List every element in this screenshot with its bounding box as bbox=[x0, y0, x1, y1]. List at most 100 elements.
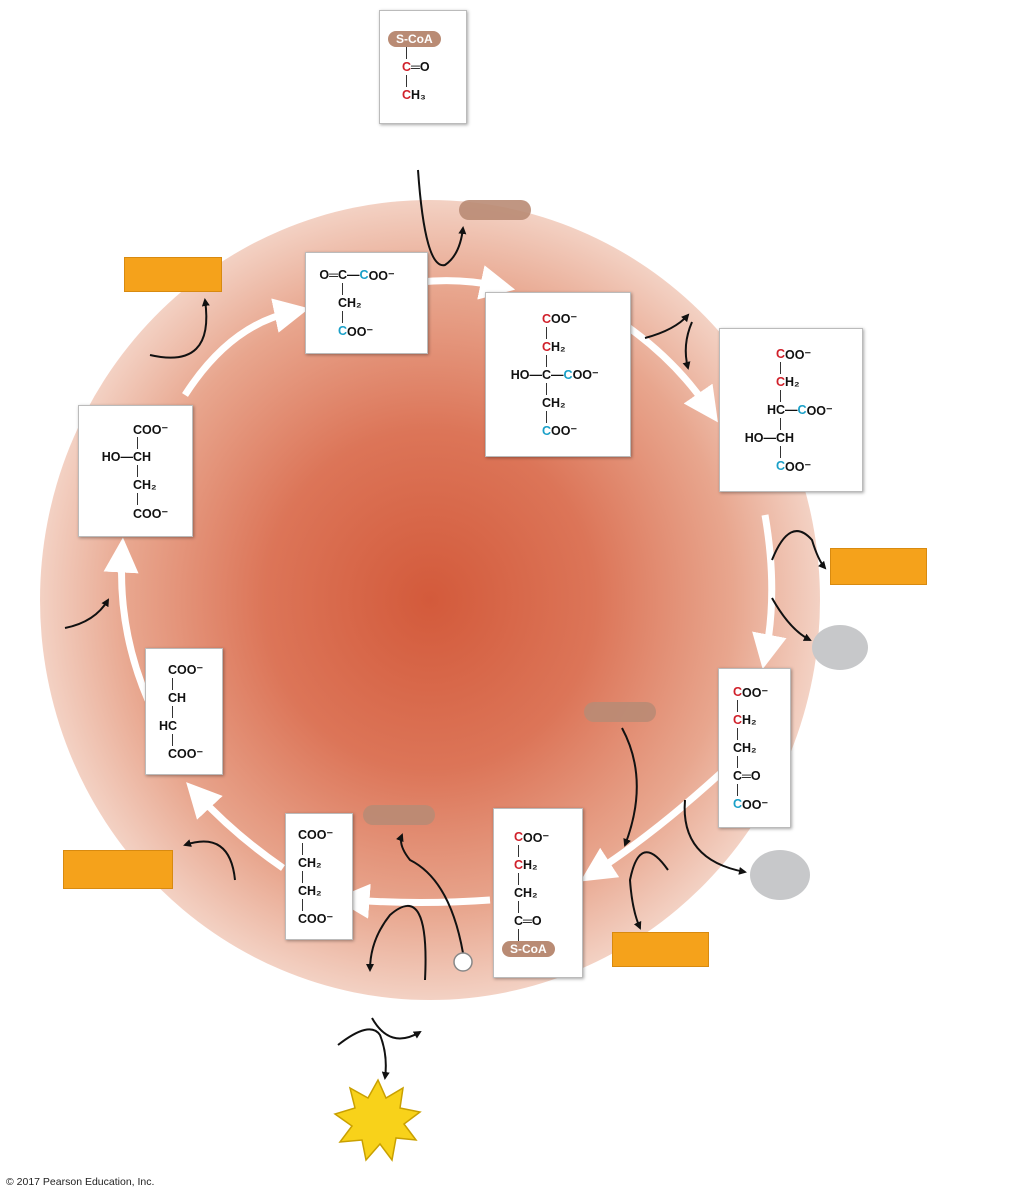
atom-group-text: CH₂ bbox=[298, 855, 322, 870]
atom-group-text: C═O bbox=[514, 914, 542, 928]
single-bond-line bbox=[292, 898, 352, 911]
structure-row: COO⁻ bbox=[292, 911, 352, 927]
cycle-arrow-8 bbox=[182, 298, 310, 397]
akg-co2-arrow bbox=[683, 799, 747, 875]
structure-row: COO⁻ bbox=[152, 746, 222, 762]
atom-group-text: C bbox=[168, 718, 178, 733]
structure-row: HO—CH bbox=[726, 430, 862, 446]
fumarate-h2o-arrow bbox=[64, 598, 110, 629]
atom-group-text: CH₂ bbox=[338, 296, 362, 310]
single-bond-line bbox=[726, 390, 862, 402]
atom-group-text: OO⁻ bbox=[785, 347, 812, 362]
single-bond-line bbox=[725, 700, 790, 712]
single-bond-line bbox=[152, 733, 222, 746]
coenzyme-a-pill: S-CoA bbox=[388, 31, 441, 47]
atom-group-text: CH bbox=[133, 450, 152, 464]
single-bond-line bbox=[500, 845, 582, 857]
labeled-carbon-atom: C bbox=[733, 685, 743, 699]
single-bond-line bbox=[726, 418, 862, 430]
substituent-label: H bbox=[158, 718, 168, 733]
copyright-text: © 2017 Pearson Education, Inc. bbox=[6, 1176, 155, 1188]
labeled-carbon-atom: C bbox=[514, 830, 524, 844]
atom-group-text: H₃ bbox=[411, 88, 426, 102]
akg-coa-arrow bbox=[621, 727, 638, 847]
structure-row: CH₂ bbox=[85, 477, 192, 493]
single-bond-line bbox=[725, 784, 790, 796]
atom-group-text: CH₂ bbox=[733, 741, 757, 755]
labeled-carbon-atom: C bbox=[797, 403, 807, 417]
labeled-carbon-atom: C bbox=[402, 60, 412, 74]
atom-group-text: OO⁻ bbox=[523, 830, 550, 845]
atom-group-text: CH₂ bbox=[542, 395, 566, 410]
atom-group-text: H₂ bbox=[785, 375, 800, 389]
substituent-label: HO— bbox=[101, 450, 133, 464]
single-bond-line bbox=[500, 873, 582, 885]
structure-row: COO⁻ bbox=[292, 827, 352, 843]
atom-group-text: CH bbox=[168, 690, 187, 705]
atom-group-text: C— bbox=[776, 403, 798, 417]
single-bond-line bbox=[725, 728, 790, 740]
single-bond-line bbox=[152, 705, 222, 718]
atom-group-text: COO⁻ bbox=[298, 828, 334, 842]
gtp-arrow bbox=[366, 904, 427, 981]
atom-group-text: C— bbox=[542, 367, 564, 382]
isocitrate-nad-arrow bbox=[771, 530, 827, 570]
substituent-label: HO— bbox=[744, 431, 776, 445]
cycle-arrow-4 bbox=[580, 757, 738, 882]
single-bond-line bbox=[725, 756, 790, 768]
atom-group-text: OO⁻ bbox=[806, 403, 833, 418]
atom-group-text: H₂ bbox=[551, 339, 566, 354]
single-bond-line bbox=[386, 75, 466, 87]
single-bond-line bbox=[492, 382, 630, 395]
structure-row: COO⁻ bbox=[152, 662, 222, 678]
labeled-carbon-atom: C bbox=[733, 797, 743, 811]
citrate-h2o-out-arrow bbox=[644, 313, 690, 339]
citrate-h2o-in-arrow bbox=[682, 321, 693, 370]
structure-row: C═O bbox=[386, 59, 466, 75]
atom-group-text: OO⁻ bbox=[742, 685, 769, 700]
blank-coa-pill-1 bbox=[459, 200, 531, 220]
acetyl-coa-input-arrow bbox=[417, 169, 467, 267]
phosphate-circle bbox=[453, 952, 473, 972]
atom-group-text: OO⁻ bbox=[551, 312, 578, 326]
single-bond-line bbox=[85, 465, 192, 477]
single-bond-line bbox=[492, 410, 630, 423]
single-bond-line bbox=[312, 311, 427, 323]
substituent-label: HO— bbox=[510, 367, 542, 382]
structure-row: CH₂ bbox=[492, 395, 630, 411]
atom-group-text: COO⁻ bbox=[168, 663, 204, 677]
structure-row: CH bbox=[152, 690, 222, 706]
blank-label-nadh-2 bbox=[830, 548, 927, 585]
blank-label-nadh-1 bbox=[124, 257, 222, 292]
atp-burst-icon bbox=[333, 1078, 422, 1162]
cycle-arrow-5 bbox=[334, 883, 491, 919]
atom-group-text: COO⁻ bbox=[133, 422, 169, 437]
succinyl-coa-out-arrow bbox=[396, 833, 464, 954]
labeled-carbon-atom: C bbox=[542, 339, 552, 354]
labeled-carbon-atom: C bbox=[542, 423, 552, 438]
atom-group-text: COO⁻ bbox=[133, 506, 169, 521]
single-bond-line bbox=[292, 842, 352, 855]
atom-group-text: CH₂ bbox=[298, 883, 322, 898]
coenzyme-a-pill: S-CoA bbox=[502, 941, 555, 957]
succinate-fad-arrow bbox=[183, 839, 236, 881]
single-bond-line bbox=[292, 870, 352, 883]
